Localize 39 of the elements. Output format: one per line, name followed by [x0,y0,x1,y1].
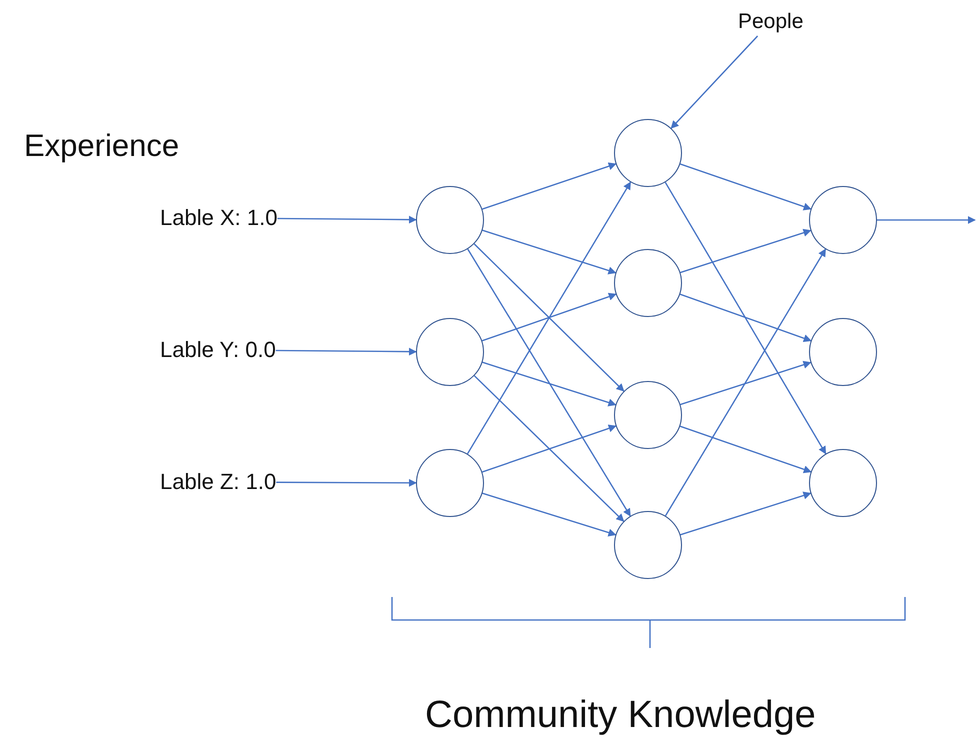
neuron-circle [416,318,484,386]
arrow [680,492,812,536]
arrow [680,163,812,210]
arrow [482,162,617,210]
arrow [664,182,826,454]
heading-label: Experience [24,128,180,164]
neuron-circle [809,318,877,386]
arrow [277,216,417,224]
input-label: Lable Z: 1.0 [160,467,276,497]
neuron-circle [614,249,682,317]
arrow [467,248,631,517]
arrow [670,36,758,129]
group-label: Community Knowledge [425,694,816,737]
arrow [680,228,812,274]
neuron-circle [614,381,682,449]
arrow [482,362,616,406]
neuron-circle [809,186,877,254]
arrow [482,292,617,342]
arrow [680,294,812,342]
input-label: Lable Y: 0.0 [160,335,276,365]
arrow [680,360,812,406]
arrow [474,243,624,392]
neuron-circle [416,449,484,517]
neuron-circle [809,449,877,517]
input-label: Lable X: 1.0 [160,203,278,233]
arrow [482,230,616,274]
arrow [680,426,812,474]
arrow [877,216,976,224]
arrow [276,478,417,487]
neuron-circle [614,511,682,579]
arrow [466,182,632,454]
arrow [482,424,617,473]
arrow [664,248,826,516]
arrow [276,348,417,356]
annotation-text: People [738,8,804,36]
arrow [474,375,624,522]
neuron-circle [614,119,682,187]
arrow [482,492,616,536]
neuron-circle [416,186,484,254]
